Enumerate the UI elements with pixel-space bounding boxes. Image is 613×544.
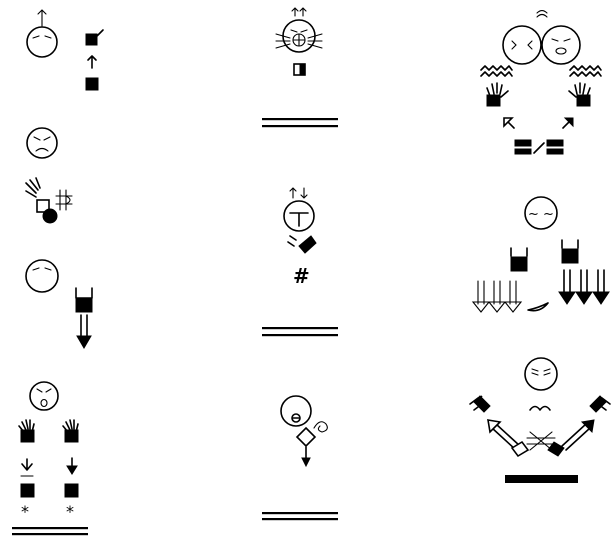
zigzag-right-icon <box>570 66 601 76</box>
hand-square-icon <box>21 484 34 497</box>
column-divider-double-line <box>12 527 88 535</box>
diagonal-arrow-right-icon <box>563 118 573 128</box>
sign-6: # <box>284 188 316 288</box>
head-circle-icon <box>27 10 57 57</box>
asterisk-mark: * <box>21 502 29 521</box>
left-hand-spread-icon <box>19 420 34 442</box>
hash-mark: # <box>293 264 310 288</box>
diagonal-hand-icon <box>288 236 316 253</box>
face-eye-icon <box>281 396 311 426</box>
column-divider-double-line <box>262 327 338 336</box>
spiral-icon <box>314 422 327 432</box>
hand-flat-icon <box>86 30 103 45</box>
sign-7 <box>281 396 327 466</box>
column-divider-double-line <box>262 512 338 520</box>
diagonal-arrow-left-icon <box>504 118 514 128</box>
svg-text:~ ~: ~ ~ <box>528 207 554 222</box>
face-closed-eyes-icon <box>525 358 557 390</box>
face-left-icon <box>503 26 541 64</box>
column-divider-double-line <box>262 118 338 127</box>
up-arrow-icon <box>88 56 96 68</box>
down-arrow-hollow-icon <box>21 459 33 476</box>
head-circle-icon <box>26 260 58 292</box>
sign-3 <box>26 260 92 348</box>
eyebrow-arc-icon <box>530 407 550 411</box>
triple-down-arrows-left-icon <box>473 281 521 312</box>
frown-face-icon <box>27 128 57 158</box>
left-hand-cup-icon <box>511 248 527 271</box>
hand-square-icon <box>65 484 78 497</box>
tilde-face-icon: ~ ~ <box>525 197 557 229</box>
down-arrow-double-icon <box>77 315 91 348</box>
crescent-icon <box>528 303 548 311</box>
hand-square-icon <box>86 78 98 90</box>
right-hand-diagonal-icon <box>590 396 610 412</box>
half-filled-square-icon <box>294 64 305 75</box>
face-whisker-icon <box>276 20 322 52</box>
up-down-arrows-icon <box>290 188 307 198</box>
diamond-hand-icon <box>297 428 315 446</box>
asterisk-mark: * <box>66 502 74 521</box>
ground-bar <box>505 475 578 483</box>
down-arrow-icon <box>302 447 310 466</box>
sign-1 <box>27 10 103 90</box>
face-right-icon <box>542 26 580 64</box>
right-hand-spread-icon <box>63 420 78 442</box>
down-arrow-solid-icon <box>67 458 77 474</box>
surprised-face-icon <box>30 382 58 410</box>
right-hand-spread-icon <box>569 83 590 106</box>
sign-10 <box>470 358 610 483</box>
triple-down-arrows-right-icon <box>559 270 609 304</box>
movement-hash-icon <box>56 190 72 210</box>
face-t-mouth-icon <box>284 201 314 231</box>
left-hand-spread-icon <box>487 83 508 106</box>
arc-top-icon <box>537 11 547 18</box>
sign-4: * * <box>19 382 78 521</box>
left-hand-diagonal-icon <box>470 396 490 412</box>
diagonal-arrow-solid-icon <box>562 420 594 450</box>
branch-hand-icon <box>26 178 57 223</box>
sign-8 <box>481 11 601 155</box>
sign-5 <box>276 8 322 75</box>
sign-9: ~ ~ <box>473 197 609 312</box>
zigzag-left-icon <box>481 66 512 76</box>
right-hand-cup-icon <box>562 240 578 263</box>
hand-cup-icon <box>76 288 92 312</box>
flat-hands-pair-icon <box>515 140 563 154</box>
sign-2 <box>26 128 72 223</box>
head-up-arrows-icon <box>292 8 306 16</box>
